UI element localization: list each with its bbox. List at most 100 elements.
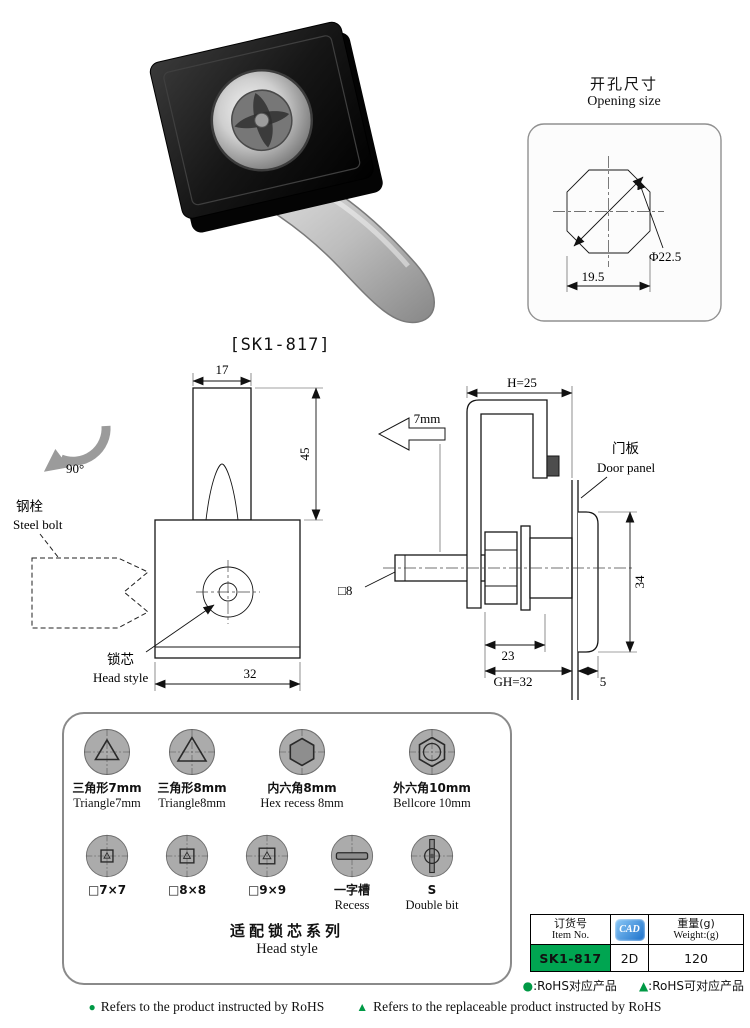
style-label-line1: 一字槽 [333, 883, 370, 897]
style-label-line1: S [427, 883, 437, 897]
cam-tip-pad [546, 455, 560, 477]
steel-bolt-label-zh: 钢栓 [16, 499, 43, 515]
side-dim-body-length: 23 [502, 648, 515, 663]
side-view-dimensions: H=25 □8 34 23 GH=32 5 [338, 375, 647, 689]
hex-recess-icon [279, 729, 325, 775]
head-styles-panel: 三角形7mm Triangle7mm 三角形8mm Triangle8mm 内六… [62, 712, 512, 985]
square-7-icon [85, 834, 129, 878]
head-core-label-en: Head style [93, 670, 148, 685]
travel-arrow: 7mm [377, 411, 446, 451]
opening-size-title-zh: 开孔尺寸 [589, 75, 658, 93]
weight-value-cell: 120 [684, 950, 708, 966]
double-bit-icon [410, 834, 454, 878]
footer: ● Refers to the product instructed by Ro… [0, 999, 750, 1015]
green-triangle-icon: ▲ [638, 979, 649, 993]
head-styles-caption: 适配锁芯系列 Head style [64, 920, 510, 958]
head-style-square-9: □9×9 [212, 834, 322, 898]
head-core-label-zh: 锁芯 [107, 652, 134, 668]
steel-bolt-hidden-outline [31, 557, 149, 629]
side-view-drawing: 7mm 门板 Door panel H=25 □8 34 23 GH=32 [338, 375, 656, 700]
cam-side-profile [466, 399, 548, 609]
header-weight-en: Weight:(g) [673, 930, 719, 941]
side-dim-h: H=25 [507, 375, 537, 390]
head-styles-caption-zh: 适配锁芯系列 [229, 922, 344, 940]
item-no-cell: SK1-817 [531, 945, 611, 971]
front-view-drawing: 90° 钢栓 Steel bolt 锁芯 Head style 17 45 32 [13, 362, 323, 691]
head-style-slot-recess: 一字槽 Recess [297, 834, 407, 912]
rotation-arrow [43, 425, 111, 472]
opening-dimensions: 19.5 Φ22.5 [566, 176, 681, 292]
door-panel-label-zh: 门板 [612, 441, 640, 457]
rohs-note-dot-text: :RoHS对应产品 [533, 979, 617, 993]
style-label-line2: Triangle7mm [73, 796, 141, 810]
style-label-line1: 内六角8mm [267, 781, 337, 795]
green-dot-icon: ● [88, 999, 96, 1014]
rohs-note-triangle-text: :RoHS可对应产品 [648, 979, 744, 993]
header-item-en: Item No. [551, 930, 590, 941]
opening-panel-frame [527, 123, 722, 322]
style-label-line1: □9×9 [247, 883, 287, 897]
head-style-triangle-8mm: 三角形8mm Triangle8mm [137, 728, 247, 810]
head-style-bellcore-10mm: 外六角10mm Bellcore 10mm [377, 728, 487, 810]
style-label-line1: 三角形8mm [157, 781, 227, 795]
slot-recess-icon [330, 834, 374, 878]
opening-dim-diagonal: Φ22.5 [649, 249, 681, 264]
side-dim-head-thickness: 5 [600, 674, 607, 689]
rohs-note-dot: ●:RoHS对应产品 [523, 977, 617, 994]
opening-size-title-en: Opening size [587, 94, 661, 109]
rohs-notes: ●:RoHS对应产品 ▲:RoHS可对应产品 [523, 977, 744, 994]
style-label-line1: 外六角10mm [393, 781, 471, 795]
side-dim-head-height: 34 [632, 575, 647, 589]
product-photo [149, 21, 435, 324]
side-dim-spindle: □8 [338, 583, 352, 598]
rohs-note-triangle: ▲:RoHS可对应产品 [639, 977, 744, 994]
footer-dot-note: ● Refers to the product instructed by Ro… [89, 999, 325, 1015]
front-view-dimensions: 17 45 32 [154, 362, 323, 691]
head-style-hex-recess-8mm: 内六角8mm Hex recess 8mm [247, 728, 357, 810]
door-panel-label-en: Door panel [597, 460, 656, 475]
door-panel-callout: 门板 Door panel [580, 441, 656, 499]
style-label-line2: Triangle8mm [158, 796, 226, 810]
header-weight-zh: 重量(g) [677, 917, 715, 930]
side-dim-grip: GH=32 [493, 674, 532, 689]
steel-bolt-callout: 钢栓 Steel bolt [13, 499, 149, 629]
steel-bolt-label-en: Steel bolt [13, 517, 63, 532]
external-hex-icon [409, 729, 455, 775]
style-label-line2: Recess [334, 898, 370, 912]
header-item-zh: 订货号 [554, 917, 587, 930]
front-dim-stem-width: 17 [216, 362, 230, 377]
head-styles-caption-en: Head style [256, 941, 318, 957]
style-label-line2: Bellcore 10mm [393, 796, 471, 810]
side-dim-travel: 7mm [414, 411, 441, 426]
order-table-header-item: 订货号 Item No. [531, 915, 611, 945]
style-label-line2: Double bit [405, 898, 459, 912]
head-style-square-7: □7×7 [52, 834, 162, 898]
head-style-square-8: □8×8 [132, 834, 242, 898]
front-dim-stem-height: 45 [297, 448, 312, 461]
order-table-header-cad: CAD [611, 915, 649, 945]
head-style-triangle-7mm: 三角形7mm Triangle7mm [52, 728, 162, 810]
order-table-header-weight: 重量(g) Weight:(g) [649, 915, 743, 945]
triangle-7mm-icon [84, 729, 130, 775]
opening-size-drawing: 19.5 Φ22.5 [527, 123, 722, 322]
model-label: [SK1-817] [229, 335, 331, 355]
footer-dot-text: Refers to the product instructed by RoHS [100, 999, 325, 1014]
head-style-double-bit: S Double bit [377, 834, 487, 912]
green-triangle-icon: ▲ [356, 999, 369, 1014]
side-view-body [383, 399, 635, 700]
head-core-callout: 锁芯 Head style [93, 604, 215, 685]
front-view-body [154, 387, 301, 659]
order-table: 订货号 Item No. CAD 重量(g) Weight:(g) SK1-81… [530, 914, 744, 972]
style-label-line2: Hex recess 8mm [260, 796, 344, 810]
cad-value-cell: 2D [611, 945, 649, 971]
cad-icon: CAD [614, 918, 645, 941]
footer-triangle-text: Refers to the replaceable product instru… [373, 999, 662, 1014]
green-dot-icon: ● [522, 979, 534, 993]
footer-triangle-note: ▲ Refers to the replaceable product inst… [356, 999, 661, 1015]
square-8-icon [165, 834, 209, 878]
square-9-icon [245, 834, 289, 878]
lock-head [149, 21, 383, 233]
triangle-8mm-icon [169, 729, 215, 775]
style-label-line1: 三角形7mm [72, 781, 142, 795]
